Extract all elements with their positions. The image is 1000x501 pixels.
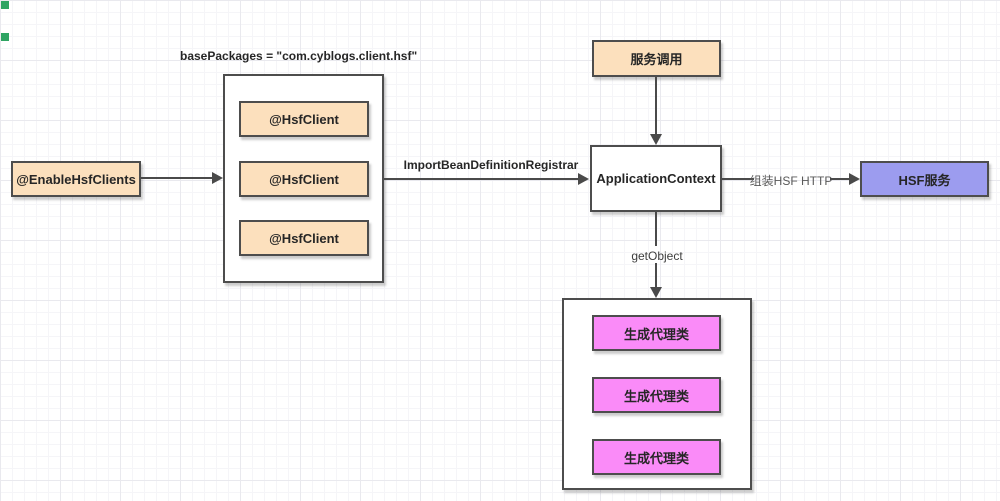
- enable-hsf-clients-node: @EnableHsfClients: [11, 161, 141, 197]
- arrow-context-to-hsf-line-left: [722, 178, 754, 180]
- assemble-http-label: 组装HSF HTTP: [749, 174, 833, 188]
- arrow-service-to-context-line: [655, 77, 657, 135]
- hsf-client-node: @HsfClient: [239, 220, 369, 256]
- import-registrar-label: ImportBeanDefinitionRegistrar: [403, 158, 579, 172]
- arrow-context-to-proxy-head: [650, 287, 662, 298]
- arrow-enable-to-clients-line: [141, 177, 213, 179]
- arrow-service-to-context-head: [650, 134, 662, 145]
- arrow-context-to-proxy-line-bottom: [655, 263, 657, 288]
- arrow-clients-to-context-head: [578, 173, 589, 185]
- hsf-client-node: @HsfClient: [239, 161, 369, 197]
- get-object-label: getObject: [631, 249, 683, 263]
- green-marker: [1, 33, 9, 41]
- green-marker: [1, 1, 9, 9]
- arrow-enable-to-clients-head: [212, 172, 223, 184]
- application-context-node: ApplicationContext: [590, 145, 722, 212]
- hsf-service-node: HSF服务: [860, 161, 989, 197]
- base-packages-label: basePackages = "com.cyblogs.client.hsf": [180, 49, 418, 63]
- service-call-node: 服务调用: [592, 40, 721, 77]
- arrow-context-to-proxy-line-top: [655, 212, 657, 246]
- arrow-context-to-hsf-head: [849, 173, 860, 185]
- proxy-class-node: 生成代理类: [592, 315, 721, 351]
- arrow-clients-to-context-line: [384, 178, 579, 180]
- hsf-client-node: @HsfClient: [239, 101, 369, 137]
- proxy-class-node: 生成代理类: [592, 439, 721, 475]
- arrow-context-to-hsf-line-right: [830, 178, 850, 180]
- proxy-class-node: 生成代理类: [592, 377, 721, 413]
